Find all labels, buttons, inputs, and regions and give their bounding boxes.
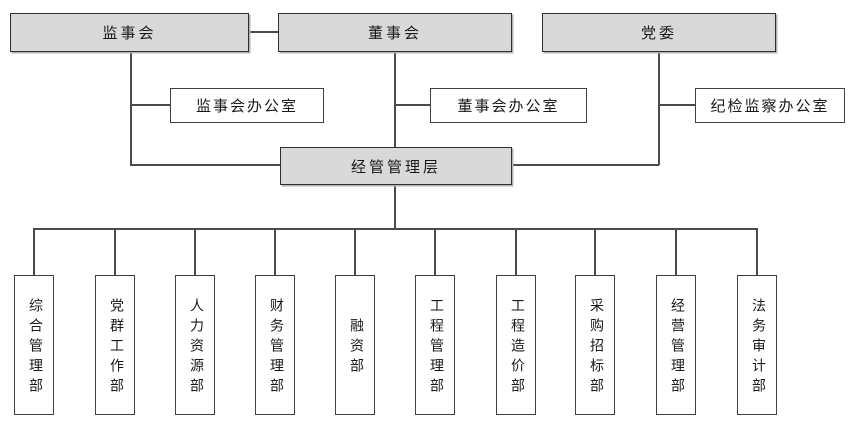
node-dept-general-management: 综合管理部 [14, 275, 54, 415]
node-dept-financial-management: 财务管理部 [255, 275, 295, 415]
node-dept-engineering-cost: 工程造价部 [496, 275, 536, 415]
connector-supervisory-office-stub [130, 104, 170, 106]
node-dept-procurement-bidding: 采购招标部 [575, 275, 615, 415]
connector-dept-drop [354, 228, 356, 275]
connector-dept-drop [434, 228, 436, 275]
node-dept-operation-management: 经营管理部 [656, 275, 696, 415]
connector-dept-drop [675, 228, 677, 275]
connector-dept-drop [756, 228, 758, 275]
connector-dept-drop [594, 228, 596, 275]
node-supervisory-board-office: 监事会办公室 [170, 88, 324, 123]
connector-supervisory-to-board [249, 31, 278, 33]
connector-dept-drop [194, 228, 196, 275]
node-dept-human-resources: 人力资源部 [175, 275, 215, 415]
node-discipline-inspection-office: 纪检监察办公室 [695, 88, 845, 123]
connector-management-drop [394, 185, 396, 229]
connector-dept-drop [515, 228, 517, 275]
node-management-level: 经管管理层 [280, 147, 512, 185]
node-dept-engineering-management: 工程管理部 [415, 275, 455, 415]
connector-party-to-management [512, 164, 659, 166]
node-dept-party-mass-work: 党群工作部 [95, 275, 135, 415]
node-dept-legal-audit: 法务审计部 [737, 275, 777, 415]
node-dept-financing: 融资部 [335, 275, 375, 415]
connector-supervisory-to-management [130, 164, 281, 166]
node-party-committee: 党委 [542, 13, 776, 52]
node-board-of-directors: 董事会 [278, 13, 512, 52]
connector-dept-drop [274, 228, 276, 275]
connector-department-bus [33, 228, 758, 230]
node-supervisory-board: 监事会 [10, 13, 249, 52]
connector-discipline-office-stub [658, 104, 695, 106]
connector-dept-drop [33, 228, 35, 275]
connector-supervisory-drop [130, 51, 132, 165]
connector-board-drop [394, 51, 396, 148]
node-board-office: 董事会办公室 [430, 88, 587, 123]
connector-party-drop [658, 51, 660, 165]
connector-dept-drop [114, 228, 116, 275]
connector-board-office-stub [394, 104, 430, 106]
